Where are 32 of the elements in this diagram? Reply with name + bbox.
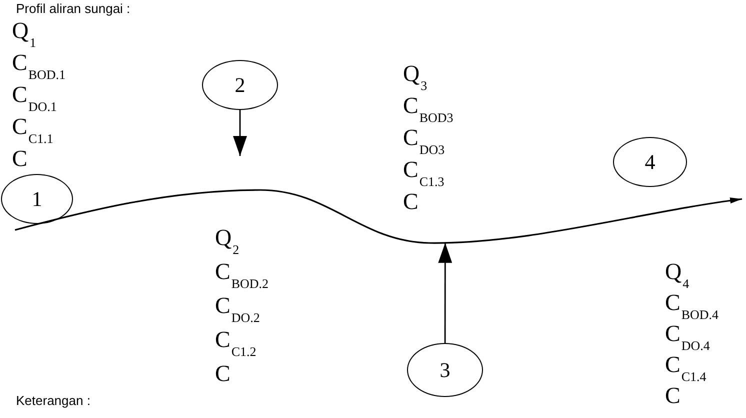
notes-heading: Keterangan : (16, 393, 90, 408)
page-title: Profil aliran sungai : (16, 1, 130, 16)
variable-label: C (12, 147, 28, 171)
variable-label: C$_{C1.2}$ (215, 328, 256, 358)
point-number: 2 (234, 74, 246, 96)
arrow (233, 110, 247, 156)
variable-label: C$_{DO3}$ (403, 126, 445, 156)
numbered-ellipse (407, 343, 483, 397)
arrow (438, 242, 452, 343)
variable-label: C$_{BOD.2}$ (215, 260, 269, 290)
point-number: 3 (440, 359, 450, 381)
variable-label: C$_{BOD.1}$ (12, 51, 66, 81)
variable-label: Q$_{3}$ (403, 62, 428, 92)
variable-label: C (403, 190, 418, 214)
point-number: 1 (32, 188, 42, 210)
variable-label: Q$_{1}$ (12, 19, 36, 49)
point-number: 4 (644, 151, 656, 173)
variable-label: C$_{BOD3}$ (403, 94, 454, 124)
variable-label: C (215, 362, 230, 386)
numbered-ellipse (1, 174, 73, 224)
variable-label: C$_{DO.2}$ (215, 294, 260, 324)
variable-label: C$_{BOD.4}$ (665, 291, 719, 321)
variable-label: C$_{DO.4}$ (665, 322, 710, 352)
variable-label: C$_{C1.1}$ (12, 115, 54, 145)
variable-label: Q$_{2}$ (215, 226, 240, 256)
numbered-ellipse (613, 137, 687, 187)
variable-label: C$_{DO.1}$ (12, 83, 57, 113)
variable-label: C$_{C1.4}$ (665, 353, 706, 383)
numbered-ellipse (202, 60, 278, 110)
variable-label: C$_{C1.3}$ (403, 158, 444, 188)
variable-label: C (665, 384, 680, 408)
variable-label: Q$_{4}$ (665, 260, 690, 290)
